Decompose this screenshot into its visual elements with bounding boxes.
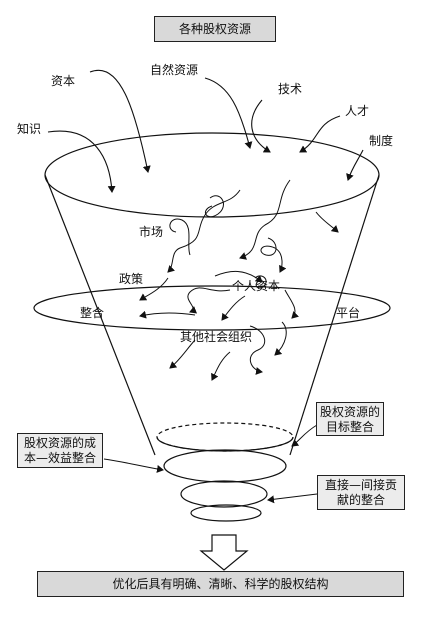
result-text: 优化后具有明确、清晰、科学的股权结构: [112, 577, 329, 591]
direct-indirect-layer: [180, 480, 268, 508]
knowledge-arrow: [47, 130, 116, 193]
institution-arrow: [346, 149, 364, 181]
label-policy: 政策: [119, 272, 144, 286]
target-integration-box: 股权资源的目标整合: [316, 402, 384, 436]
squiggle-3: [204, 195, 224, 218]
squiggle-10: [221, 295, 246, 321]
input-label-talent: 人才: [345, 104, 370, 118]
result-box: 优化后具有明确、清晰、科学的股权结构: [37, 571, 404, 597]
squiggle-5: [260, 237, 287, 273]
natural-arrow: [204, 77, 253, 149]
input-label-natural: 自然资源: [150, 63, 199, 77]
squiggle-11: [284, 289, 300, 319]
squiggle-14: [169, 339, 196, 369]
title-box: 各种股权资源: [154, 16, 276, 42]
interaction-arrows: [139, 179, 339, 381]
direct-indirect-pointer: [267, 493, 318, 504]
input-arrows: [47, 69, 364, 193]
cost-benefit-pointer: [103, 458, 164, 473]
target-layer-front: [156, 436, 294, 452]
funnel-left-side: [44, 174, 156, 456]
funnel-right-side: [289, 174, 380, 456]
direct-indirect-text: 直接—间接贡献的整合: [324, 478, 397, 507]
input-label-technology: 技术: [278, 82, 303, 96]
label-integration: 整合: [80, 306, 105, 320]
bottom-layer: [190, 504, 262, 522]
label-personal-capital: 个人资本: [232, 279, 281, 293]
cost-benefit-box: 股权资源的成本—效益整合: [17, 433, 103, 468]
input-label-knowledge: 知识: [17, 122, 42, 136]
direct-indirect-box: 直接—间接贡献的整合: [317, 475, 405, 510]
label-platform: 平台: [336, 306, 361, 320]
talent-arrow: [299, 115, 341, 153]
technology-arrow: [251, 99, 271, 153]
squiggle-7: [139, 277, 169, 301]
label-market: 市场: [139, 225, 164, 239]
hollow-down-arrow: [199, 534, 249, 571]
squiggle-17: [254, 275, 267, 289]
squiggle-4: [169, 218, 191, 256]
target-integration-text: 股权资源的目标整合: [319, 405, 380, 434]
target-pointer: [291, 424, 318, 447]
label-other-org: 其他社会组织: [180, 330, 253, 344]
pointer-lines: [103, 424, 318, 504]
input-label-capital: 资本: [51, 74, 76, 88]
title-text: 各种股权资源: [178, 22, 251, 36]
cost-benefit-layer: [163, 449, 287, 483]
squiggle-2: [167, 189, 241, 273]
squiggle-13: [249, 325, 266, 375]
squiggle-15: [211, 351, 231, 381]
capital-arrow: [89, 69, 151, 173]
input-label-institution: 制度: [369, 134, 394, 148]
squiggle-12: [139, 310, 196, 319]
cost-benefit-text: 股权资源的成本—效益整合: [23, 436, 96, 465]
squiggle-9: [187, 287, 231, 314]
squiggle-8: [214, 271, 263, 283]
squiggle-16: [274, 321, 287, 356]
squiggle-6: [315, 211, 339, 233]
squiggle-1: [239, 179, 291, 260]
integration-platform-ring: [33, 285, 391, 331]
